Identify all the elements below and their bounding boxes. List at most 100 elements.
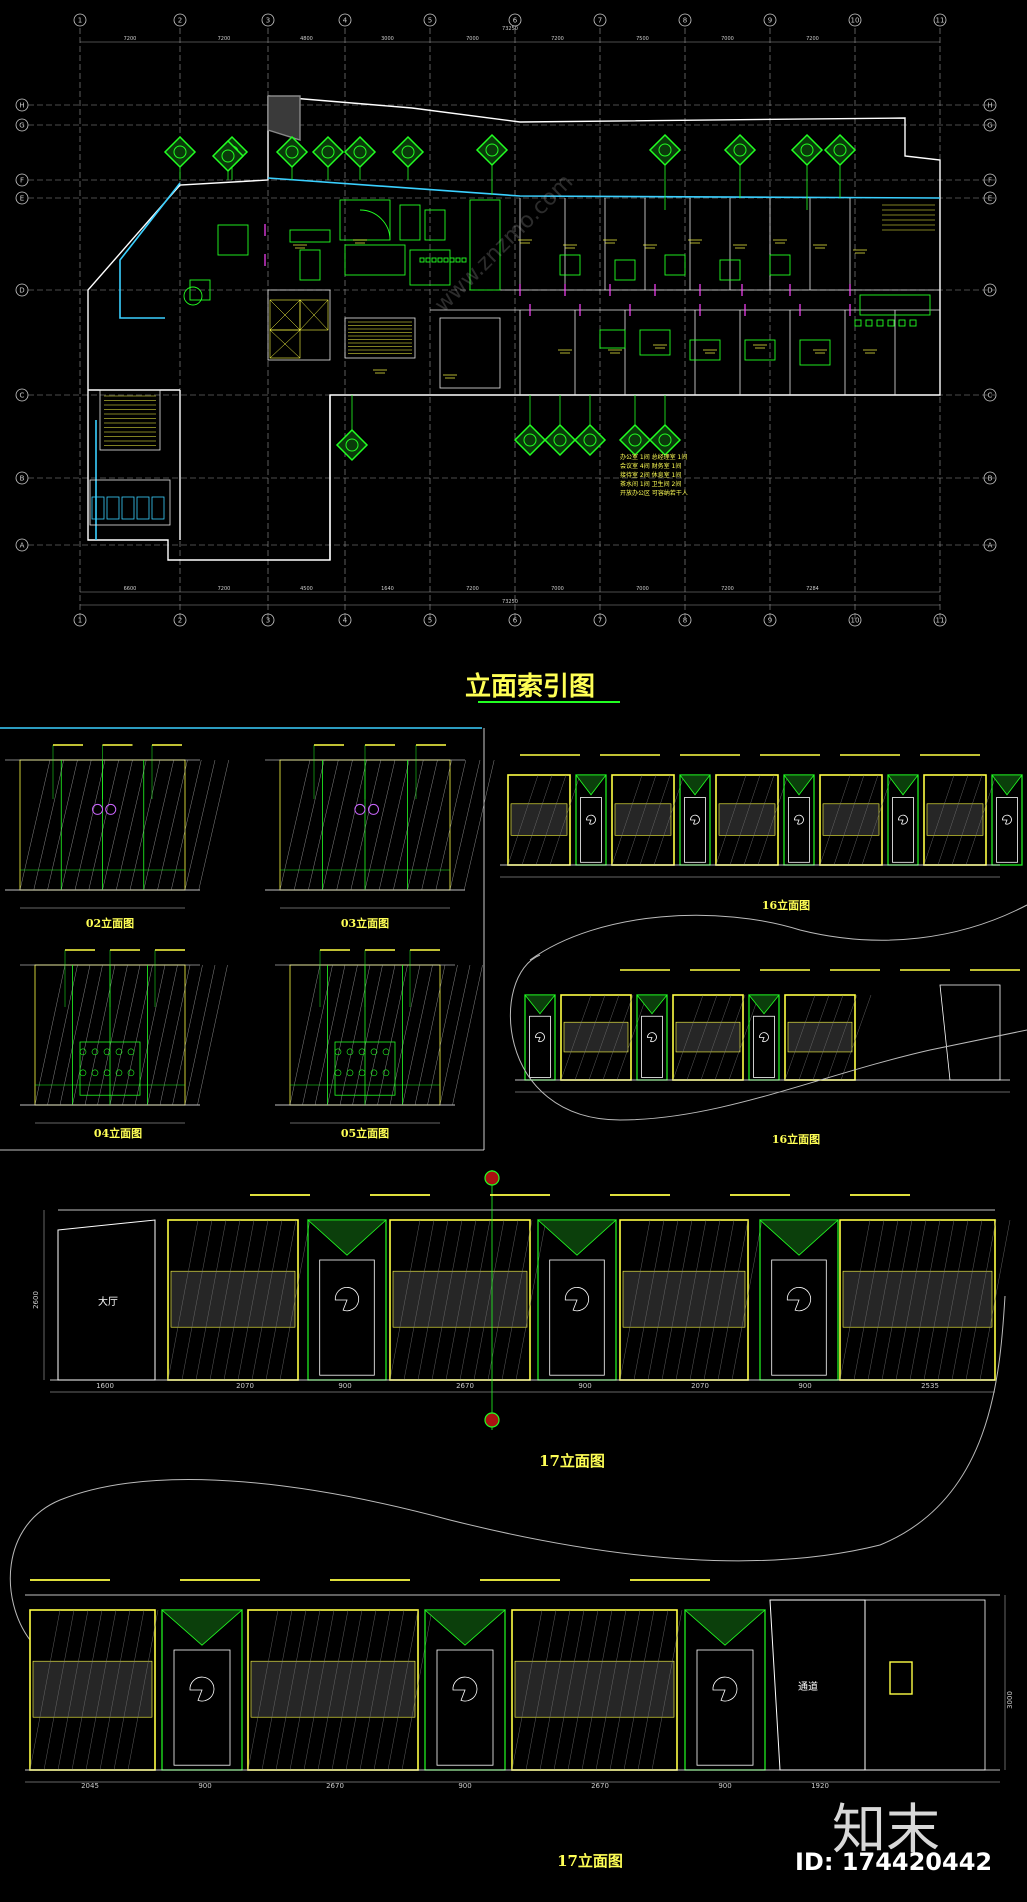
toilet-stall: [91, 496, 105, 520]
glass-hatch: [85, 1609, 117, 1771]
glass-hatch: [743, 774, 775, 866]
elevation-index-symbol: [648, 133, 682, 167]
door-sign: [189, 1676, 215, 1702]
glass-hatch: [602, 994, 634, 1081]
glass-hatch: [633, 1219, 665, 1381]
chair: [443, 257, 449, 263]
door-sign: [452, 1676, 478, 1702]
glass-hatch: [507, 774, 539, 866]
glass-hatch: [525, 1609, 557, 1771]
glass-hatch: [435, 759, 467, 891]
glass-hatch: [401, 1609, 433, 1771]
glass-hatch: [539, 1609, 571, 1771]
chair: [419, 257, 425, 263]
elevation-index-circle: [285, 145, 299, 159]
elev-05-title: 05立面图: [340, 1127, 390, 1140]
glass-hatch: [895, 1219, 927, 1381]
door-frame: [783, 774, 815, 866]
door-frame: [537, 1219, 617, 1381]
grid-bubble: [261, 613, 275, 627]
door-ornament: [783, 774, 815, 796]
grid-label: 3: [266, 17, 270, 25]
glass-hatch: [88, 759, 119, 891]
door-leaf: [996, 797, 1018, 863]
glass-hatch: [819, 774, 851, 866]
grid-label: H: [987, 102, 992, 110]
frosted-band: [32, 1660, 153, 1718]
glass-hatch: [127, 1609, 159, 1771]
elev-03-title: 03立面图: [340, 917, 390, 930]
glass-hatch: [402, 964, 433, 1106]
dim-label: 6600: [124, 586, 137, 592]
door-leaf: [771, 1259, 827, 1376]
chair: [887, 319, 895, 327]
glass-hatch: [237, 1219, 269, 1381]
glass-hatch: [427, 964, 458, 1106]
glass-hatch: [331, 1609, 363, 1771]
furniture: [639, 329, 671, 356]
door-frame: [679, 774, 711, 866]
glass-hatch: [172, 964, 203, 1106]
grid-label: E: [988, 195, 992, 203]
glass-frame: [923, 774, 987, 866]
dim-label: 900: [338, 1382, 351, 1390]
glass-hatch: [102, 759, 133, 891]
grid-bubble: [15, 471, 29, 485]
glass-hatch: [414, 964, 446, 1106]
furniture: [859, 294, 931, 316]
dim-label: 7200: [551, 36, 564, 42]
outer-wall: [87, 95, 941, 561]
glass-hatch: [34, 964, 66, 1106]
grid-bubble: [933, 613, 947, 627]
grid-bubble: [173, 13, 187, 27]
glass-hatch: [47, 759, 78, 891]
glass-hatch: [293, 759, 325, 891]
plant: [334, 1069, 342, 1077]
elevator: [269, 329, 301, 359]
glass-hatch: [511, 1609, 543, 1771]
grid-label: 10: [851, 17, 860, 25]
furniture: [799, 339, 831, 366]
grid-label: D: [19, 287, 24, 295]
glass-hatch: [198, 759, 229, 891]
glass-hatch: [322, 759, 353, 891]
glass-hatch: [33, 759, 64, 891]
elevation-index-symbol: [513, 423, 547, 457]
legend-line: 茶水间 1间 卫生间 2间: [620, 481, 682, 488]
elev-16a-title: 16立面图: [761, 899, 811, 912]
frosted-band: [822, 803, 880, 836]
grid-bubble: [338, 13, 352, 27]
elevation-index-circle: [553, 433, 567, 447]
door-ornament: [991, 774, 1023, 796]
glass-hatch: [184, 964, 216, 1106]
dim-label: 900: [198, 1782, 211, 1790]
door-sign: [794, 814, 804, 825]
dim-label: 7000: [636, 586, 649, 592]
glass-hatch: [473, 1219, 505, 1381]
plant: [346, 1048, 354, 1056]
legend-line: 会议室 4间 财务室 1间: [620, 463, 682, 470]
glass-hatch: [553, 1609, 585, 1771]
elev-17b-title: 17立面图: [557, 1852, 623, 1870]
glass-hatch: [661, 1219, 693, 1381]
grid-bubble: [73, 13, 87, 27]
elev-17a-title: 17立面图: [539, 1452, 605, 1470]
door-sign: [647, 1032, 657, 1043]
elev-17a-hall-label: 大厅: [98, 1297, 118, 1308]
corridor-opening: [939, 984, 1001, 1081]
furniture: [559, 254, 581, 276]
grid-bubble: [983, 538, 997, 552]
glass-hatch: [47, 964, 78, 1106]
dim-label: 1920: [811, 1782, 829, 1790]
frosted-band: [170, 1270, 296, 1328]
glass-hatch: [979, 1219, 1011, 1381]
glass-hatch: [43, 1609, 75, 1771]
glass-hatch: [717, 1219, 749, 1381]
glass-hatch: [417, 1219, 449, 1381]
glass-frame: [560, 994, 632, 1081]
dim-label: 7200: [218, 586, 231, 592]
frosted-band: [250, 1660, 416, 1718]
elevation-index-symbol: [335, 428, 369, 462]
furniture: [289, 229, 331, 243]
plant: [346, 1069, 354, 1077]
